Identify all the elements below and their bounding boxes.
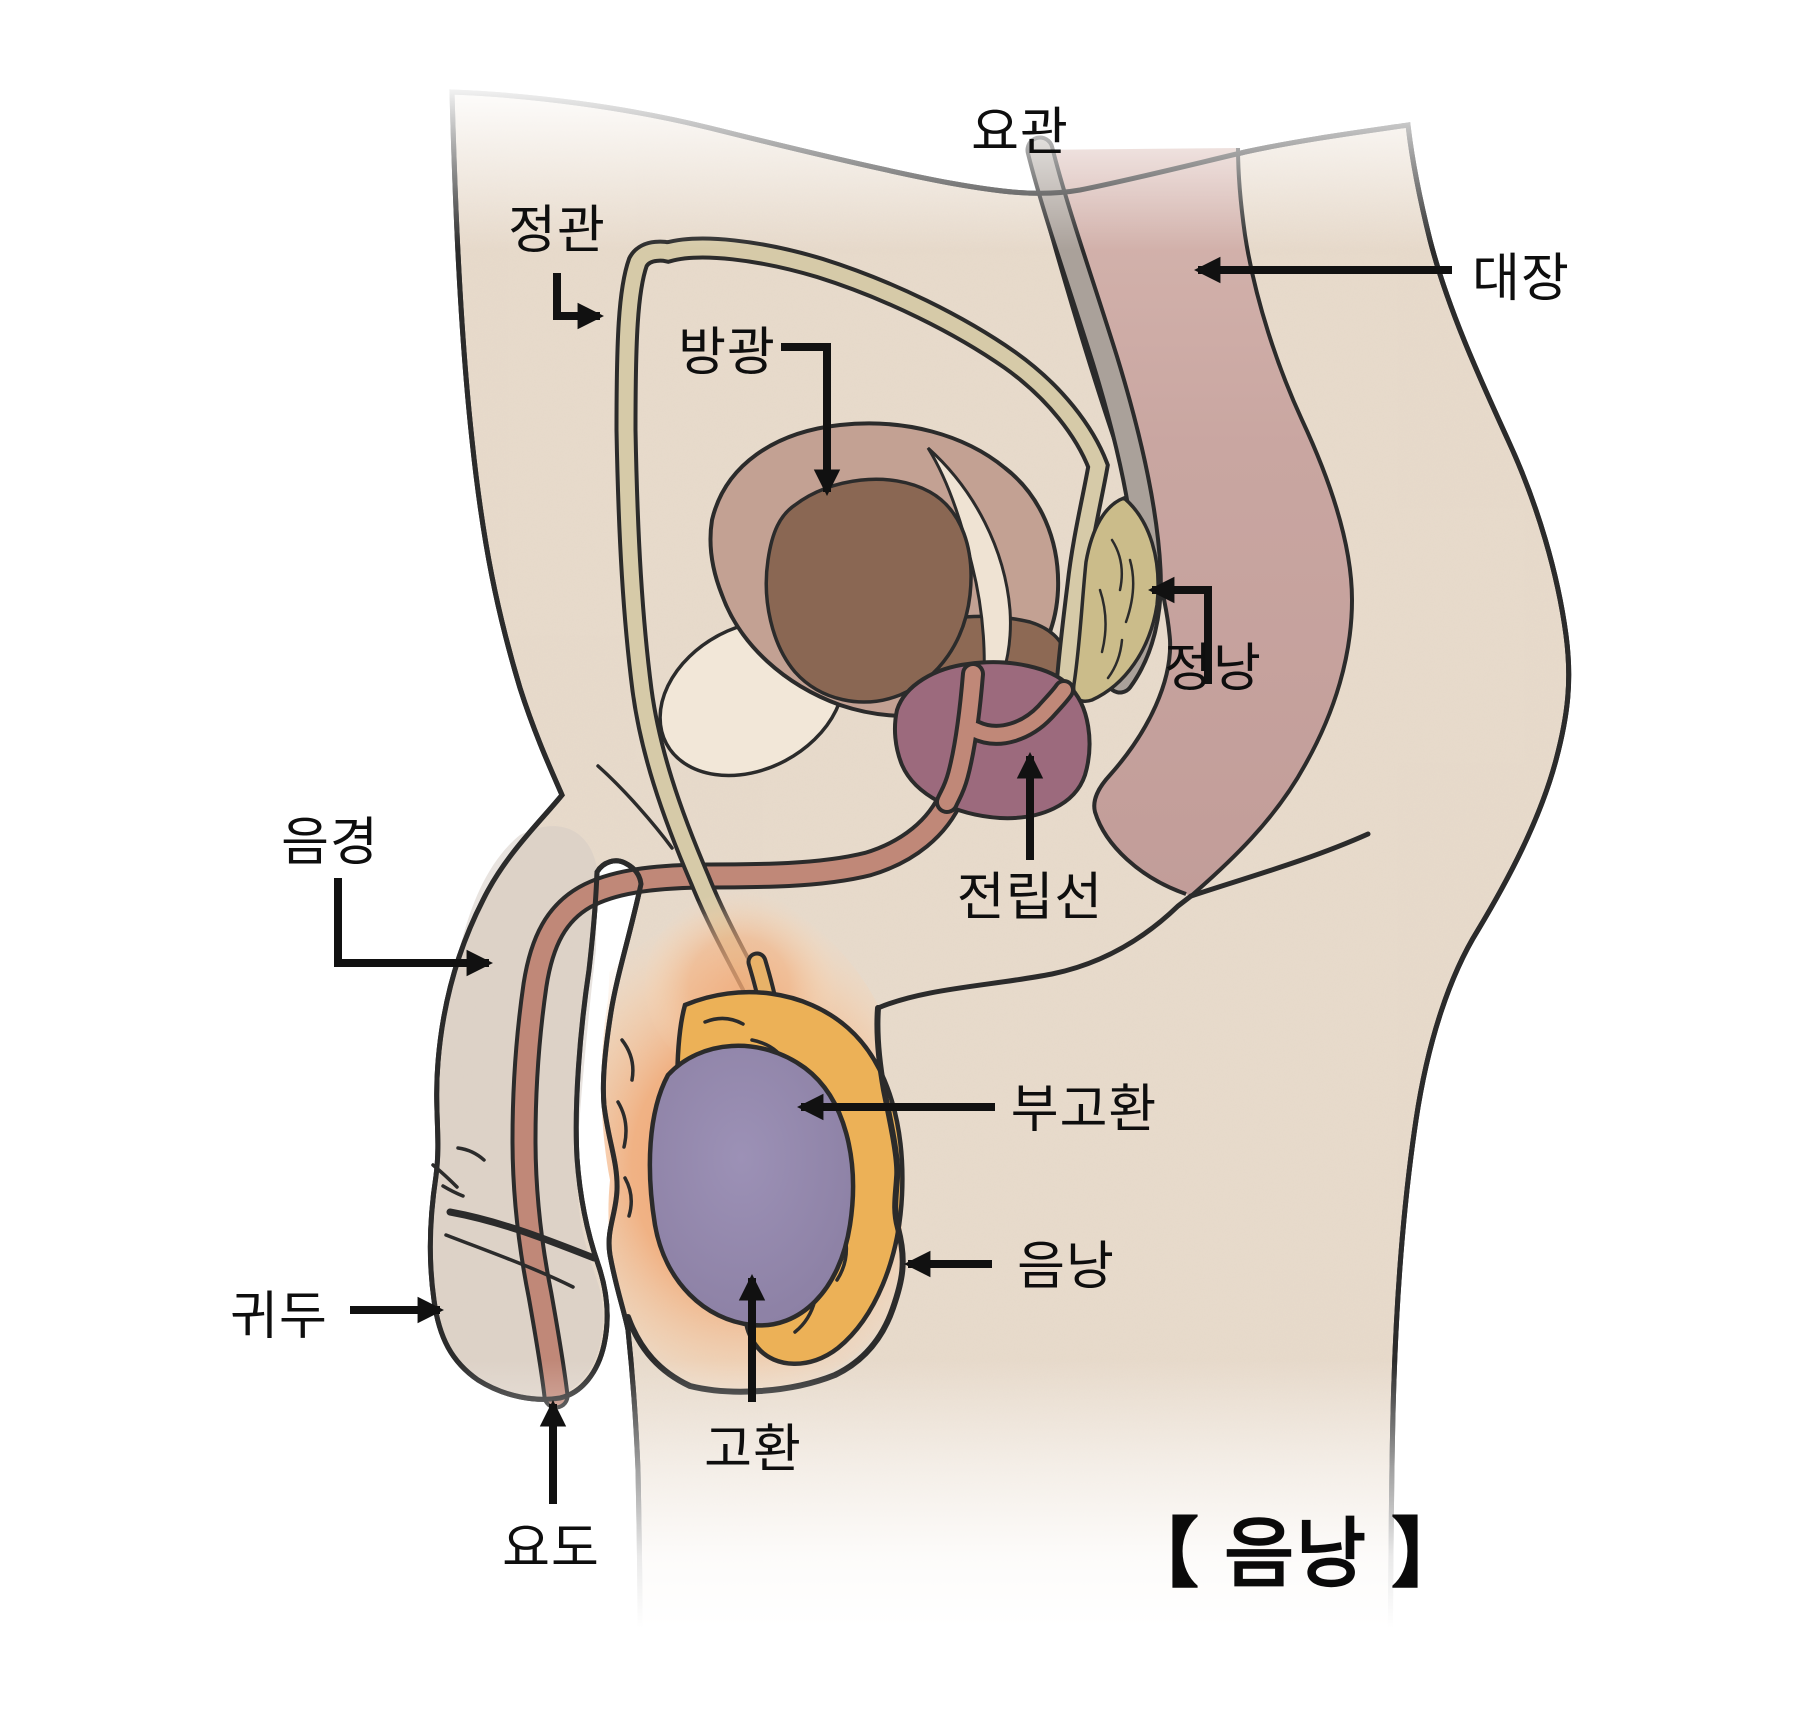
label-prostate: 전립선 <box>956 869 1104 927</box>
label-ureter: 요관 <box>971 104 1069 162</box>
arrow-seminal-vesicle <box>1148 576 1212 684</box>
label-epididymis: 부고환 <box>1010 1081 1158 1139</box>
arrow-penis <box>334 878 493 977</box>
bottom-fade <box>0 1360 1802 1717</box>
label-bladder: 방광 <box>678 324 776 382</box>
label-penis: 음경 <box>281 814 379 872</box>
label-glans: 귀두 <box>230 1288 328 1346</box>
label-testis: 고환 <box>704 1421 802 1479</box>
urethra-tube <box>510 781 966 1410</box>
bladder-shape <box>708 421 1070 723</box>
vas-deferens-tube <box>614 236 1110 1034</box>
label-arrows <box>334 256 1452 1504</box>
arrow-bladder <box>781 343 841 496</box>
label-vas-deferens: 정관 <box>508 202 606 260</box>
label-urethra: 요도 <box>502 1520 600 1578</box>
prostate-shape <box>892 660 1092 821</box>
figure-title: 【 음낭 】 <box>1122 1512 1470 1597</box>
label-seminal-vesicle: 정낭 <box>1164 640 1262 698</box>
top-fade <box>0 0 1802 250</box>
arrow-vas-deferens <box>553 273 604 330</box>
label-scrotum: 음낭 <box>1017 1238 1115 1296</box>
label-colon: 대장 <box>1472 250 1570 308</box>
